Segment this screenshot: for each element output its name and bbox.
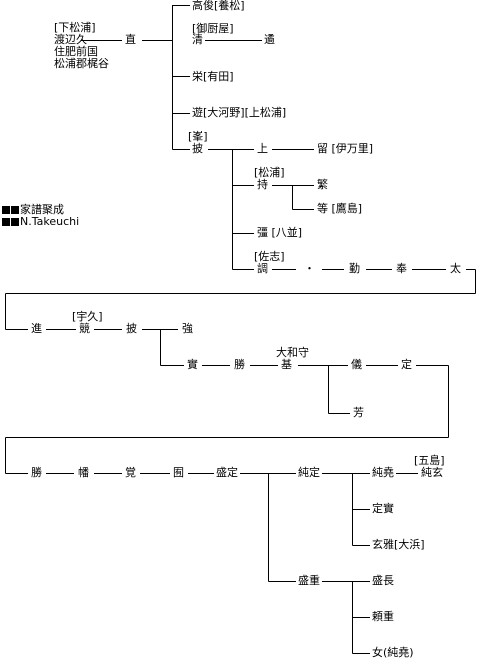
node-hiraku-bracket: [峯] bbox=[188, 130, 208, 143]
node-sakae: 栄[有田] bbox=[192, 70, 234, 83]
node-nao: 直 bbox=[125, 33, 136, 46]
node-tamotsu: 持 bbox=[257, 178, 268, 191]
node-morinaga: 盛長 bbox=[372, 574, 394, 587]
node-hiraku: 披 bbox=[192, 142, 203, 155]
node-shigeru: 繁 bbox=[317, 178, 328, 191]
node-sumisada: 純定 bbox=[298, 466, 320, 479]
node-harumasa: 玄雅[大浜] bbox=[372, 538, 425, 551]
node-tsuyoshi2: 強 bbox=[182, 322, 193, 335]
node-kisou-bracket: [宇久] bbox=[72, 310, 103, 323]
node-hitoshi: 等 [鷹島] bbox=[317, 202, 363, 215]
origin-residence-district: 松浦郡梶谷 bbox=[54, 57, 109, 70]
node-motoi: 基 bbox=[281, 358, 292, 371]
node-morishige: 盛重 bbox=[298, 574, 320, 587]
node-dot: ・ bbox=[304, 262, 315, 275]
node-tamotsu-bracket: [松浦] bbox=[254, 166, 285, 179]
node-tsuyoshi: 彊 [八並] bbox=[257, 226, 303, 239]
node-sadazane: 定實 bbox=[372, 502, 394, 515]
node-tsutomu: 勤 bbox=[349, 262, 360, 275]
node-kami: 上 bbox=[257, 142, 268, 155]
node-asobu: 遊[大河野][上松浦] bbox=[192, 106, 287, 119]
node-futoshi: 太 bbox=[450, 262, 461, 275]
node-kiyo: 清 bbox=[192, 33, 203, 46]
node-minoru: 實 bbox=[187, 358, 198, 371]
square-icon bbox=[11, 218, 19, 226]
node-kisou: 競 bbox=[79, 322, 90, 335]
node-motoi-title: 大和守 bbox=[276, 346, 309, 359]
square-icon bbox=[2, 218, 10, 226]
origin-residence-province: 住肥前国 bbox=[54, 45, 98, 58]
origin-person-name: 渡辺久 bbox=[54, 33, 87, 46]
node-katsu: 勝 bbox=[31, 466, 42, 479]
node-kanbashi: 芳 bbox=[353, 406, 364, 419]
node-sumiharu: 純玄 bbox=[421, 466, 443, 479]
node-hiraku2: 披 bbox=[126, 322, 137, 335]
node-hou: 奉 bbox=[396, 262, 407, 275]
node-satoru: 覚 bbox=[125, 466, 136, 479]
node-tome: 留 [伊万里] bbox=[317, 142, 374, 155]
node-susumu: 進 bbox=[31, 322, 42, 335]
node-shirabe-bracket: [佐志] bbox=[254, 250, 285, 263]
node-musume: 女(純堯) bbox=[372, 646, 414, 659]
node-gi: 儀 bbox=[351, 358, 362, 371]
origin-clan-bracket: [下松浦] bbox=[54, 21, 96, 34]
credit-source: 家譜聚成 bbox=[2, 204, 64, 216]
node-hata: 幡 bbox=[78, 466, 89, 479]
node-kiyo-bracket: [御厨屋] bbox=[192, 22, 234, 35]
node-masaru: 勝 bbox=[234, 358, 245, 371]
node-morisada: 盛定 bbox=[216, 466, 238, 479]
node-shirabe: 調 bbox=[257, 262, 268, 275]
square-icon bbox=[11, 206, 19, 214]
node-yorishige: 頼重 bbox=[372, 610, 394, 623]
node-takatoshi: 高俊[養松] bbox=[192, 0, 245, 12]
node-sumitaka: 純堯 bbox=[372, 466, 394, 479]
square-icon bbox=[2, 206, 10, 214]
node-sono: 囿 bbox=[173, 466, 184, 479]
credit-author: N.Takeuchi bbox=[2, 216, 79, 228]
node-sadamu: 定 bbox=[401, 358, 412, 371]
node-tsuzuku: 遹 bbox=[264, 33, 275, 46]
node-goto-bracket: [五島] bbox=[414, 454, 445, 467]
